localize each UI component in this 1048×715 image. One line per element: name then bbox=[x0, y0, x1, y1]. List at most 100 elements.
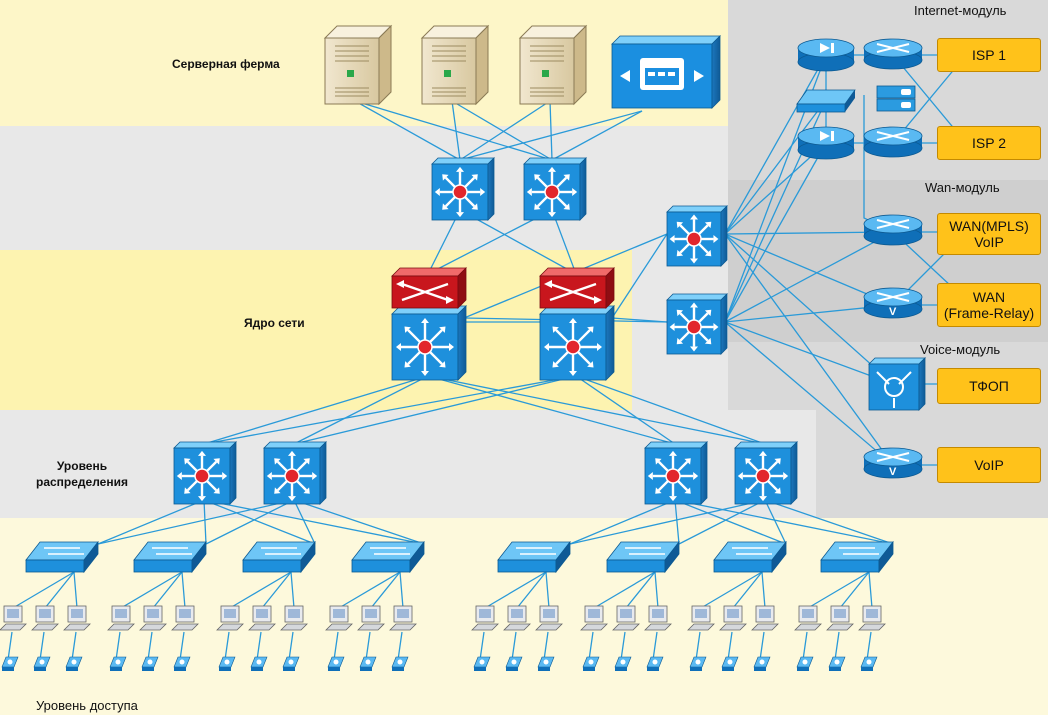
mgmt-link bbox=[863, 95, 894, 233]
dist-uplink bbox=[203, 375, 577, 445]
svg-text:V: V bbox=[889, 466, 897, 478]
ip-phone-icon bbox=[109, 656, 127, 671]
workstation-icon bbox=[503, 605, 531, 631]
core-switch-icon bbox=[391, 267, 467, 381]
access-uplink bbox=[97, 499, 295, 545]
wan-router-icon bbox=[863, 214, 923, 246]
pc-link bbox=[593, 571, 656, 609]
server-link bbox=[354, 100, 461, 161]
access-switch-icon bbox=[133, 540, 207, 574]
provider-pstn: ТФОП bbox=[937, 368, 1041, 404]
isp-router-icon bbox=[863, 38, 923, 70]
ip-phone-icon bbox=[537, 656, 555, 671]
server-link bbox=[549, 100, 553, 161]
ip-phone-icon bbox=[860, 656, 878, 671]
phone-link bbox=[543, 631, 549, 661]
edge-link bbox=[611, 317, 668, 323]
pc-link bbox=[44, 571, 75, 609]
pc-link bbox=[290, 571, 295, 609]
ip-phone-icon bbox=[33, 656, 51, 671]
workstation-icon bbox=[858, 605, 886, 631]
phone-link bbox=[620, 631, 626, 661]
phone-link bbox=[288, 631, 294, 661]
workstation-icon bbox=[63, 605, 91, 631]
workstation-icon bbox=[325, 605, 353, 631]
access-switch-icon bbox=[713, 540, 787, 574]
phone-link bbox=[147, 631, 153, 661]
workstation-icon bbox=[107, 605, 135, 631]
dist-uplink bbox=[427, 375, 676, 445]
dist-uplink bbox=[575, 375, 676, 445]
label-distribution: Уровень распределения bbox=[36, 459, 128, 489]
provider-isp1: ISP 1 bbox=[937, 38, 1041, 72]
ip-phone-icon bbox=[141, 656, 159, 671]
ip-phone-icon bbox=[65, 656, 83, 671]
band-server-switches bbox=[0, 126, 728, 250]
module-link bbox=[724, 233, 894, 306]
edge-distribution-switch-icon bbox=[666, 293, 728, 355]
workstation-icon bbox=[612, 605, 640, 631]
workstation-icon bbox=[357, 605, 385, 631]
label-wan-module: Wan-модуль bbox=[925, 180, 1000, 195]
phone-link bbox=[71, 631, 77, 661]
pc-link bbox=[700, 571, 763, 609]
phone-link bbox=[333, 631, 339, 661]
band-core bbox=[0, 250, 632, 410]
pc-link bbox=[152, 571, 183, 609]
phone-link bbox=[802, 631, 808, 661]
module-link bbox=[724, 321, 894, 385]
access-uplink bbox=[293, 499, 316, 545]
server-icon bbox=[323, 24, 393, 106]
phone-link bbox=[224, 631, 230, 661]
core-uplink bbox=[551, 209, 577, 275]
access-uplink bbox=[674, 499, 787, 545]
ip-phone-icon bbox=[218, 656, 236, 671]
dist-uplink bbox=[293, 375, 429, 445]
access-uplink bbox=[764, 499, 894, 545]
pc-link bbox=[761, 571, 766, 609]
pc-link bbox=[73, 571, 78, 609]
distribution-switch-icon bbox=[263, 441, 327, 505]
access-uplink bbox=[203, 499, 425, 545]
voice-gateway-icon bbox=[868, 357, 926, 411]
workstation-icon bbox=[794, 605, 822, 631]
core-uplink bbox=[459, 209, 577, 275]
ip-phone-icon bbox=[689, 656, 707, 671]
voice-router-icon: V bbox=[863, 447, 923, 479]
access-uplink bbox=[678, 499, 766, 545]
module-link bbox=[724, 231, 894, 323]
vpn-router-icon bbox=[797, 38, 855, 72]
distribution-switch-icon bbox=[644, 441, 708, 505]
phone-link bbox=[834, 631, 840, 661]
access-uplink bbox=[205, 499, 295, 545]
module-link bbox=[724, 142, 827, 323]
server-icon bbox=[518, 24, 588, 106]
pc-link bbox=[181, 571, 186, 609]
phone-link bbox=[866, 631, 872, 661]
edge-link bbox=[611, 233, 668, 319]
server-link bbox=[354, 100, 553, 161]
access-uplink bbox=[674, 499, 894, 545]
access-switch-icon bbox=[497, 540, 571, 574]
firewall-icon bbox=[876, 85, 916, 112]
ip-pbx-icon bbox=[611, 35, 721, 109]
core-uplink bbox=[427, 209, 553, 275]
ip-phone-icon bbox=[796, 656, 814, 671]
phone-link bbox=[115, 631, 121, 661]
pc-link bbox=[545, 571, 550, 609]
access-uplink bbox=[569, 499, 676, 545]
module-link bbox=[724, 233, 894, 466]
server-farm-switch-icon bbox=[523, 157, 587, 221]
ip-phone-icon bbox=[828, 656, 846, 671]
ip-phone-icon bbox=[250, 656, 268, 671]
server-link bbox=[451, 100, 553, 161]
phone-link bbox=[652, 631, 658, 661]
ip-phone-icon bbox=[173, 656, 191, 671]
nodes-layer: VV bbox=[0, 24, 926, 671]
pc-link bbox=[484, 571, 547, 609]
access-uplink bbox=[569, 499, 766, 545]
pc-link bbox=[516, 571, 547, 609]
phone-link bbox=[727, 631, 733, 661]
dist-uplink bbox=[293, 375, 577, 445]
pc-link bbox=[120, 571, 183, 609]
